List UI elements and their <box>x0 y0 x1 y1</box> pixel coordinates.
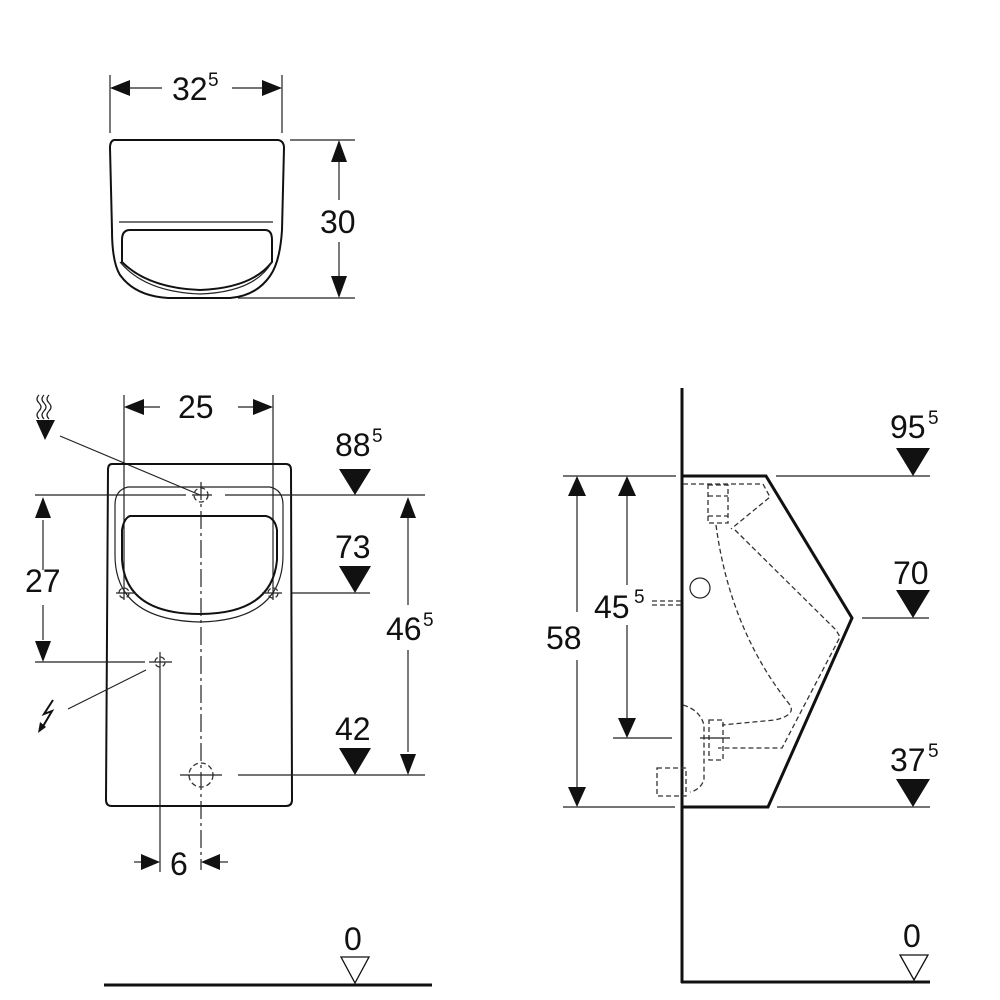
fixing-height-label: 73 <box>335 529 371 565</box>
level-marker-icon <box>339 566 371 593</box>
inlet-height-sup: 5 <box>372 426 383 447</box>
inlet-spacing-label: 25 <box>178 389 214 425</box>
top-width-label: 32 <box>172 71 208 107</box>
arrow-right-icon <box>141 854 160 870</box>
arrow-right-icon <box>253 399 273 415</box>
level-marker-icon <box>896 448 930 476</box>
arrow-down-icon <box>568 787 586 807</box>
front-floor-label: 0 <box>344 921 362 957</box>
floor-level-icon <box>898 954 930 982</box>
arrow-up-icon <box>618 476 636 496</box>
level-marker-icon <box>896 779 930 807</box>
arrow-down-icon <box>400 754 416 775</box>
level-marker-icon <box>896 590 930 618</box>
electrical-power-icon <box>38 699 55 733</box>
top-height-sup: 5 <box>928 408 939 429</box>
inlet-height-label: 88 <box>335 427 371 463</box>
arrow-left-icon <box>201 854 220 870</box>
arrow-up-icon <box>568 476 586 496</box>
top-height-label: 95 <box>890 409 926 445</box>
arrow-up-icon <box>400 497 416 518</box>
arrow-right-icon <box>262 80 282 96</box>
bottom-height-label: 37 <box>890 742 926 778</box>
arrow-left-icon <box>124 399 144 415</box>
outlet-height-label: 42 <box>335 711 371 747</box>
arrow-up-icon <box>35 497 51 518</box>
top-to-outlet-label: 45 <box>594 589 630 625</box>
floor-level-icon <box>339 956 371 985</box>
total-height-label: 58 <box>546 620 582 656</box>
arrow-up-icon <box>331 140 347 162</box>
arrow-down-icon <box>35 641 51 662</box>
inlet-to-outlet-sup: 5 <box>423 610 434 631</box>
front-view: 25 88 5 73 27 <box>25 389 434 987</box>
top-to-outlet-sup: 5 <box>634 587 645 608</box>
top-width-sup: 5 <box>208 70 219 91</box>
front-point-height-label: 70 <box>893 555 929 591</box>
side-floor-label: 0 <box>903 918 921 954</box>
top-view: 32 5 30 <box>108 70 356 299</box>
power-offset-label: 6 <box>170 846 188 882</box>
level-marker-icon <box>339 748 371 775</box>
water-supply-icon <box>36 394 55 440</box>
inlet-to-outlet-label: 46 <box>386 611 422 647</box>
arrow-left-icon <box>110 80 130 96</box>
side-view: 58 45 5 95 5 70 37 5 0 <box>546 388 939 984</box>
arrow-down-icon <box>331 276 347 298</box>
top-depth-label: 30 <box>320 204 356 240</box>
level-marker-icon <box>339 469 371 495</box>
inlet-to-power-label: 27 <box>25 563 61 599</box>
bottom-height-sup: 5 <box>928 741 939 762</box>
arrow-down-icon <box>618 718 636 738</box>
